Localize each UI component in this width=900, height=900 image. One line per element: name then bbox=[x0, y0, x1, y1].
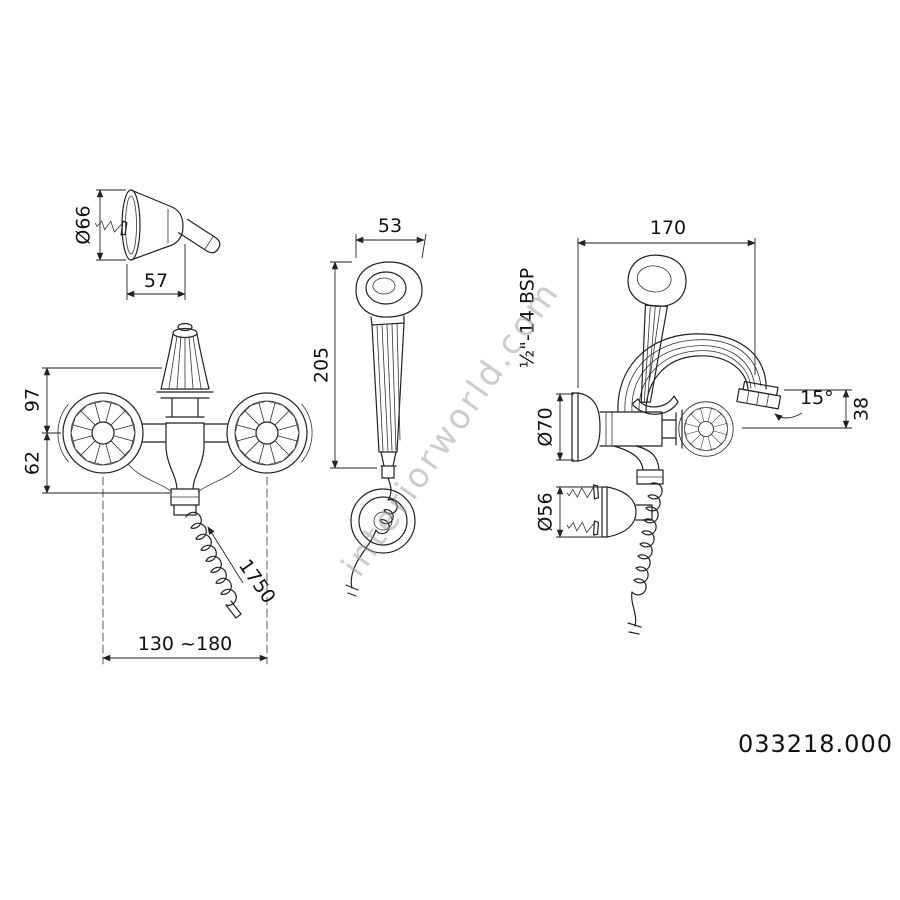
product-code: 033218.000 bbox=[738, 730, 893, 758]
dim-label-escutcheon-diameter: Ø70 bbox=[535, 407, 557, 446]
dim-label-connection-thread: ½"-14 BSP bbox=[517, 268, 539, 368]
crystal-handle-right bbox=[226, 392, 308, 474]
hand-shower-head bbox=[355, 261, 423, 318]
bracket-screw-bottom-icon bbox=[565, 518, 600, 536]
hand-shower-hose bbox=[350, 477, 398, 589]
dim-label-outlet-drop: 38 bbox=[851, 397, 873, 421]
hose-end bbox=[225, 600, 242, 619]
wall-escutcheon bbox=[571, 392, 601, 462]
dim-label-centers-distance: 130 ~180 bbox=[138, 633, 233, 655]
holder-bracket bbox=[93, 189, 221, 261]
dim-spout-reach: 170 bbox=[577, 217, 756, 388]
view-mixer-side: 170 ½"-14 BSP Ø70 Ø56 15° 38 bbox=[517, 217, 873, 635]
dim-hand-shower-width: 53 bbox=[355, 215, 427, 259]
dim-holder-width: 57 bbox=[126, 244, 186, 300]
view-hand-shower: 53 205 bbox=[311, 215, 427, 597]
mixer-side-body bbox=[599, 409, 683, 449]
view-wall-holder: Ø66 57 bbox=[73, 189, 221, 300]
dim-hand-shower-length: 205 bbox=[311, 261, 377, 469]
dim-label-length: 205 bbox=[311, 347, 333, 383]
dim-holder-diameter: Ø66 bbox=[73, 189, 126, 261]
dim-label-spout-reach: 170 bbox=[650, 217, 686, 239]
spout-curve bbox=[617, 333, 767, 413]
hand-shower-handle bbox=[370, 315, 405, 479]
crystal-knob-side bbox=[678, 401, 734, 457]
dim-mixer-heights: 97 62 bbox=[22, 367, 170, 494]
dim-escutcheon-diameter: Ø70 bbox=[535, 393, 574, 461]
dim-label-holder-diameter: Ø66 bbox=[73, 205, 95, 244]
dim-label-lower-height: 62 bbox=[22, 451, 44, 475]
hose-cut-mark bbox=[345, 584, 359, 597]
crystal-handle-left bbox=[62, 392, 144, 474]
coiled-hose-side bbox=[631, 482, 663, 627]
spout-aerator bbox=[736, 380, 782, 410]
dim-label-bracket-diameter: Ø56 bbox=[535, 492, 557, 531]
dim-label-spout-angle: 15° bbox=[800, 387, 834, 409]
hose-elbow bbox=[613, 445, 664, 485]
coiled-hose bbox=[185, 511, 237, 606]
mixer-spout-top bbox=[156, 322, 214, 424]
hand-shower-side bbox=[627, 254, 687, 403]
hose-wall-bracket-side bbox=[565, 484, 653, 538]
dim-outlet-drop: 38 bbox=[742, 389, 873, 429]
hose-cut-mark-side bbox=[627, 622, 642, 635]
watermark: interiorworld.com bbox=[334, 273, 568, 584]
dim-centers-distance: 130 ~180 bbox=[102, 633, 268, 662]
mixer-body bbox=[57, 403, 313, 516]
view-mixer-front: 97 62 130 ~180 1750 bbox=[22, 322, 313, 665]
dim-bracket-diameter: Ø56 bbox=[535, 486, 604, 538]
dim-label-holder-width: 57 bbox=[144, 270, 168, 292]
dim-label-upper-height: 97 bbox=[22, 388, 44, 412]
shower-cradle bbox=[631, 395, 679, 415]
dim-label-hose-length: 1750 bbox=[234, 555, 280, 607]
dim-spout-angle: 15° bbox=[774, 387, 834, 421]
hose-wall-bracket bbox=[350, 488, 416, 554]
holder-peg bbox=[178, 218, 221, 254]
dim-label-head-width: 53 bbox=[378, 215, 402, 237]
